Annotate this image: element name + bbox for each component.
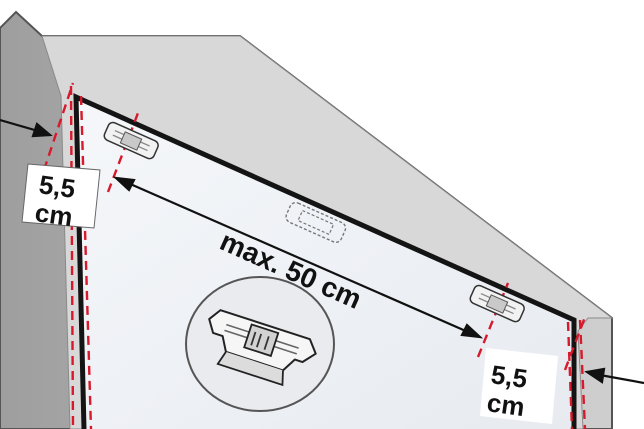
guide-line-right-edge — [563, 316, 587, 371]
frame-rebate-line — [73, 93, 577, 429]
right-offset-unit: cm — [485, 387, 526, 422]
right-offset-label-bg — [480, 348, 558, 424]
left-offset-label-bg — [21, 163, 101, 229]
guide-line-left-offset — [42, 82, 75, 171]
guide-line-right-inner — [566, 321, 574, 429]
span-dimension-arrow — [112, 176, 484, 339]
dashed-bracket-outline-icon — [285, 201, 347, 244]
guide-line-left-edge — [69, 85, 75, 429]
left-offset-value: 5,5 — [37, 169, 77, 204]
left-offset-unit: cm — [33, 197, 74, 232]
right-offset-value: 5,5 — [489, 359, 529, 394]
guide-line-right-outer — [578, 319, 587, 429]
guide-line-left-inner — [79, 95, 93, 429]
clip-bracket-icon — [469, 284, 525, 323]
clip-bracket-icon — [103, 121, 159, 160]
right-offset-arrow — [584, 367, 644, 385]
left-offset-arrow — [0, 118, 53, 138]
clip-detail-magnifier-icon — [185, 276, 335, 412]
